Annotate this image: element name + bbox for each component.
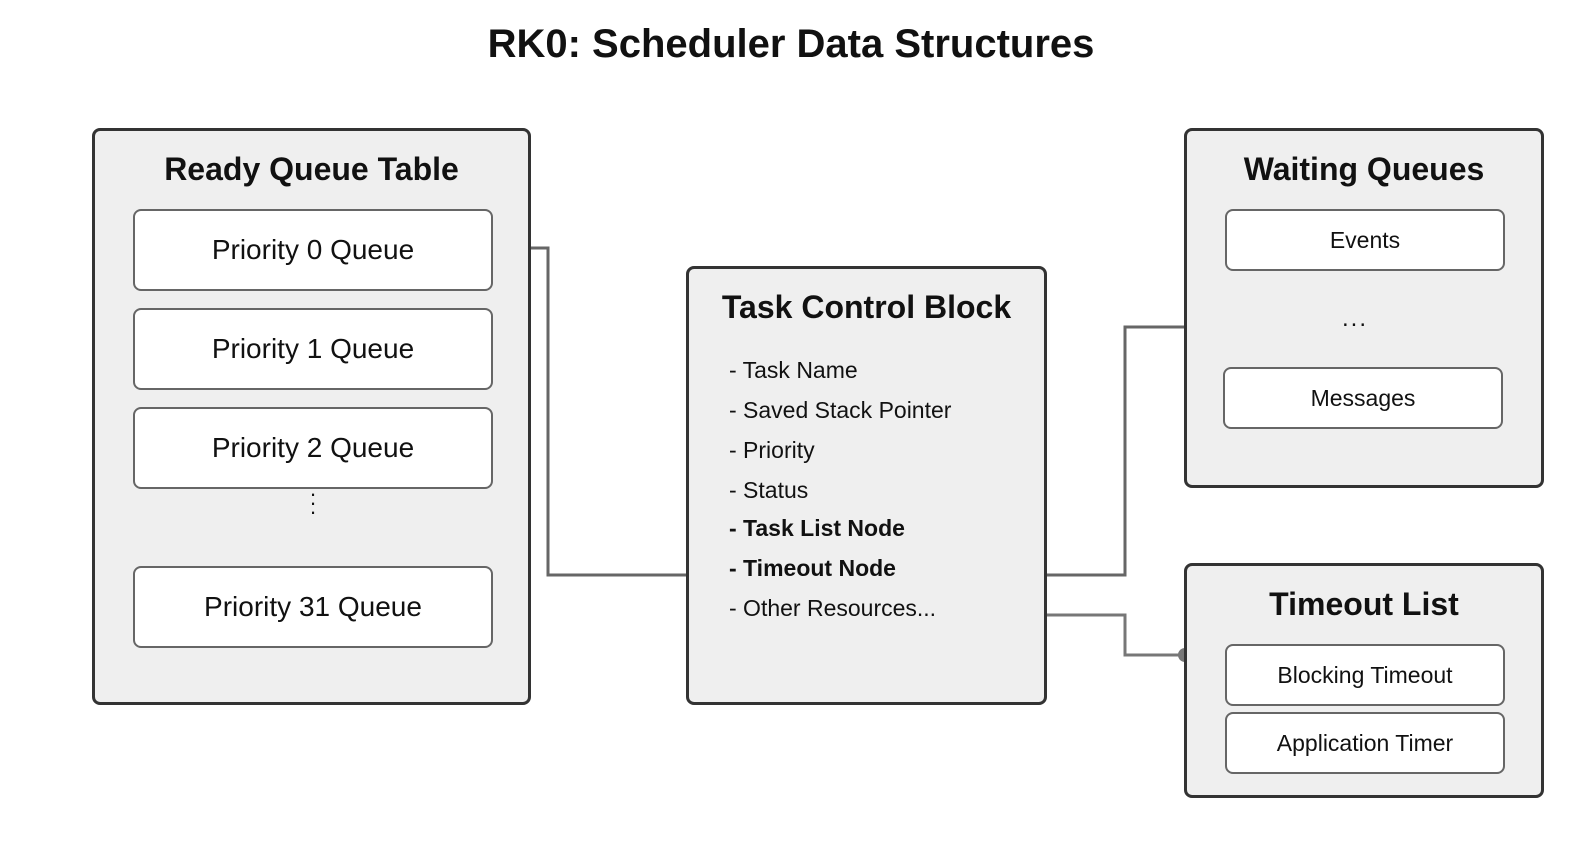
diagram-title: RK0: Scheduler Data Structures xyxy=(487,22,1095,66)
messages-queue: Messages xyxy=(1223,367,1503,429)
priority-31-queue: Priority 31 Queue xyxy=(133,566,493,648)
task-control-block-panel: Task Control Block - Task Name - Saved S… xyxy=(686,266,1047,705)
wire-tcb-to-waiting xyxy=(1045,325,1223,577)
priority-1-queue: Priority 1 Queue xyxy=(133,308,493,390)
timeout-list-panel: Timeout List Blocking Timeout Applicatio… xyxy=(1184,563,1544,798)
queue-ellipsis: ··· xyxy=(309,481,317,524)
events-queue: Events xyxy=(1225,209,1505,271)
tcb-field-saved-stack-pointer: - Saved Stack Pointer xyxy=(729,397,952,423)
blocking-timeout-item: Blocking Timeout xyxy=(1225,644,1505,706)
ready-queue-table-title: Ready Queue Table xyxy=(164,151,459,187)
ready-queue-table-panel: Ready Queue Table Priority 0 Queue Prior… xyxy=(92,128,531,705)
task-control-block-title: Task Control Block xyxy=(721,289,1012,325)
tcb-field-status: - Status xyxy=(729,477,809,503)
tcb-field-task-name: - Task Name xyxy=(729,357,858,383)
priority-2-queue: Priority 2 Queue xyxy=(133,407,493,489)
waiting-queues-ellipsis: ... xyxy=(1342,305,1369,332)
waiting-queues-panel: Waiting Queues Events ... Messages xyxy=(1184,128,1544,488)
tcb-field-timeout-node: - Timeout Node xyxy=(729,555,896,581)
wire-tcb-to-timeout xyxy=(1045,613,1185,657)
tcb-field-priority: - Priority xyxy=(729,437,815,463)
application-timer-item: Application Timer xyxy=(1225,712,1505,774)
priority-0-queue: Priority 0 Queue xyxy=(133,209,493,291)
timeout-list-title: Timeout List xyxy=(1269,586,1459,622)
waiting-queues-title: Waiting Queues xyxy=(1243,151,1485,187)
tcb-field-other-resources: - Other Resources... xyxy=(729,595,937,621)
tcb-field-task-list-node: - Task List Node xyxy=(729,515,905,541)
